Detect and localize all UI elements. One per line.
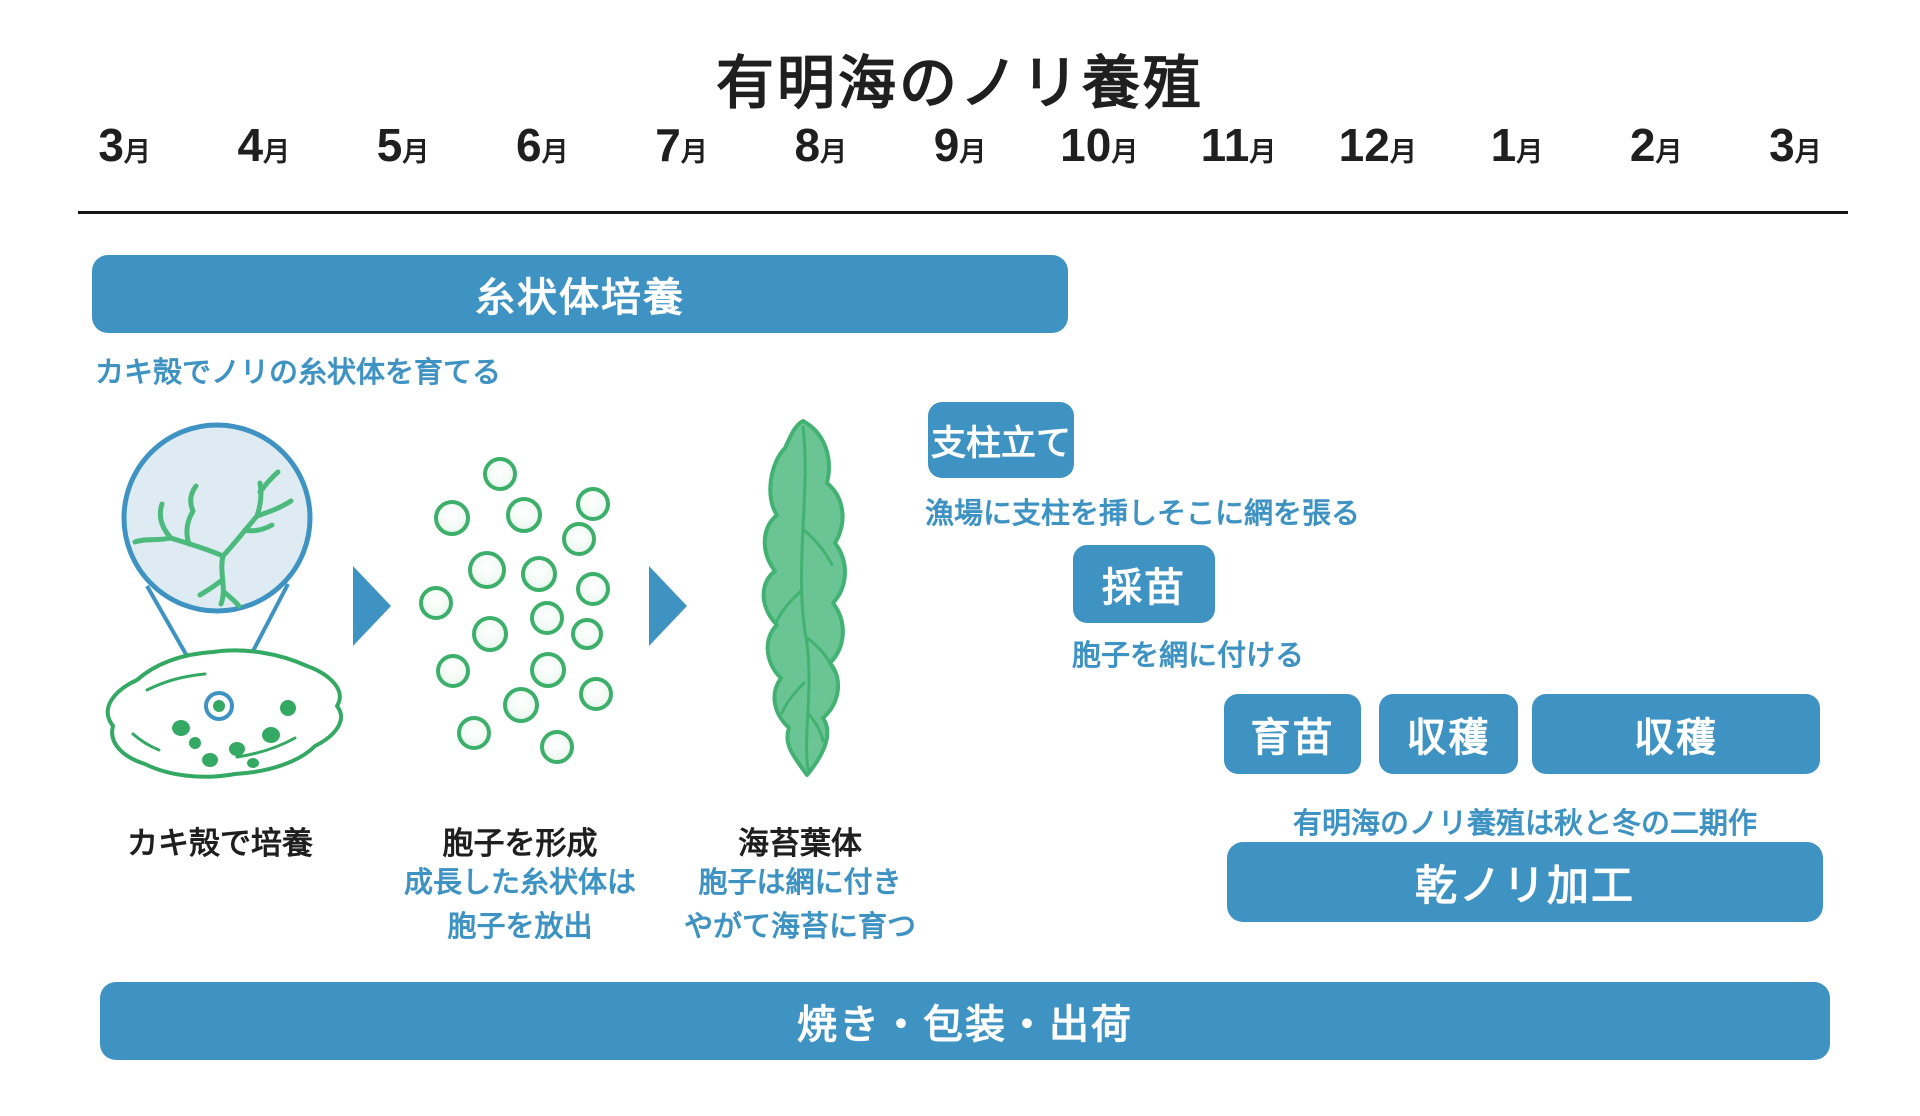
spores-illustration [419, 457, 613, 764]
month-label-1: 1月 [1490, 119, 1544, 171]
badge-pole-setting: 支柱立て [928, 402, 1074, 478]
arrow-right-icon [353, 566, 391, 646]
month-label-3b: 3月 [1769, 119, 1822, 171]
month-label-8: 8月 [794, 119, 848, 171]
month-label-9: 9月 [933, 119, 987, 171]
month-label-11: 11月 [1200, 119, 1277, 171]
month-label-6: 6月 [516, 119, 569, 171]
badge-seedling-raising: 育苗 [1224, 694, 1361, 774]
bar-dried-nori-processing: 乾ノリ加工 [1227, 842, 1823, 922]
caption-seed-collection: 胞子を網に付ける [1072, 640, 1305, 672]
timeline-months: 3月 4月 5月 6月 7月 8月 9月 10月 11月 12月 1月 2月 3… [55, 118, 1865, 172]
nori-leaf-illustration [761, 419, 847, 777]
month-label-2: 2月 [1629, 119, 1683, 171]
note-spores-line1: 成長した糸状体は [403, 867, 636, 899]
badge-seed-collection: 採苗 [1073, 545, 1215, 623]
timeline-axis-line [78, 211, 1848, 214]
caption-pole-setting: 漁場に支柱を挿しそこに網を張る [925, 498, 1361, 530]
month-label-4: 4月 [237, 119, 291, 171]
arrow-right-icon [649, 566, 687, 646]
note-leaf-line1: 胞子は網に付き [698, 867, 902, 899]
caption-filament-culture: カキ殻でノリの糸状体を育てる [95, 357, 502, 389]
month-label-7: 7月 [655, 119, 708, 171]
bar-filament-culture: 糸状体培養 [92, 255, 1068, 333]
month-label-5: 5月 [376, 119, 430, 171]
badge-harvest-1: 収穫 [1379, 694, 1518, 774]
caption-spores: 胞子を形成 [442, 826, 598, 861]
badge-harvest-2: 収穫 [1532, 694, 1820, 774]
month-label-10: 10月 [1060, 119, 1139, 171]
note-leaf: 胞子は網に付き やがて海苔に育つ [645, 862, 955, 949]
page-title: 有明海のノリ養殖 [715, 51, 1204, 116]
month-label-3: 3月 [98, 119, 151, 171]
note-leaf-line2: やがて海苔に育つ [683, 910, 916, 943]
caption-oyster: カキ殻で培養 [127, 826, 313, 861]
note-spores: 成長した糸状体は 胞子を放出 [370, 862, 670, 949]
caption-two-crop-note: 有明海のノリ養殖は秋と冬の二期作 [1292, 808, 1757, 840]
oyster-shell-illustration [105, 422, 343, 779]
note-spores-line2: 胞子を放出 [447, 910, 593, 943]
bar-roast-pack-ship: 焼き・包装・出荷 [100, 982, 1830, 1060]
caption-leaf: 海苔葉体 [738, 826, 862, 861]
month-label-12: 12月 [1338, 119, 1417, 171]
